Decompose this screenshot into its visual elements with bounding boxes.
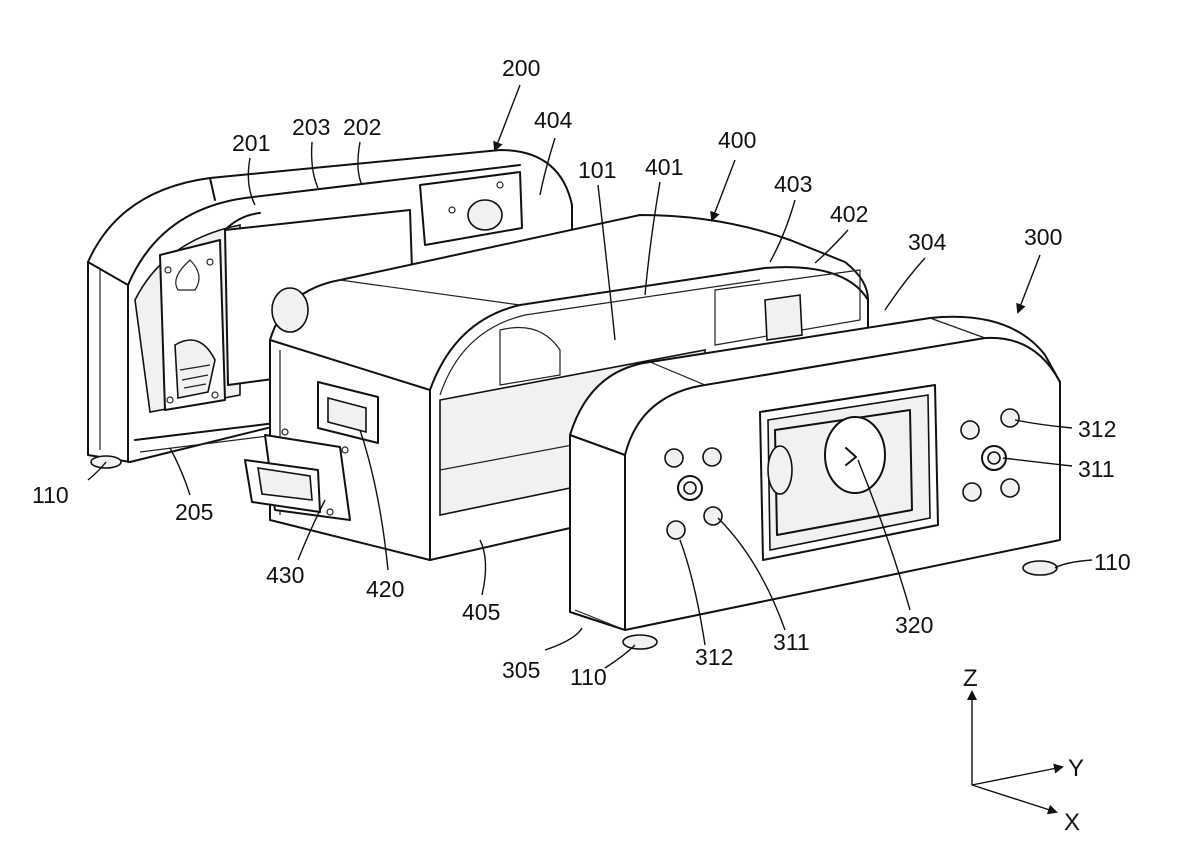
front-cover-300	[569, 315, 1061, 650]
coordinate-axes	[967, 690, 1064, 815]
label-420: 420	[366, 576, 404, 602]
label-110-front: 110	[570, 664, 607, 690]
label-305: 305	[502, 657, 540, 683]
label-404: 404	[534, 107, 573, 133]
label-101: 101	[578, 157, 616, 183]
label-311-right: 311	[1078, 456, 1115, 482]
label-400: 400	[718, 127, 756, 153]
leader-lines	[87, 84, 1093, 669]
label-202: 202	[343, 114, 381, 140]
label-300: 300	[1024, 224, 1062, 250]
label-201: 201	[232, 130, 270, 156]
label-312-left: 312	[695, 644, 733, 670]
label-405: 405	[462, 599, 500, 625]
label-110-right: 110	[1094, 549, 1131, 575]
reference-labels: 200 400 300 201 203 202 404 101 401 403 …	[32, 55, 1131, 836]
axis-label-z: Z	[963, 665, 978, 692]
x-axis-arrow	[971, 784, 1058, 815]
axis-label-y: Y	[1068, 755, 1084, 782]
label-402: 402	[830, 201, 868, 227]
axis-label-x: X	[1064, 809, 1080, 836]
label-401: 401	[645, 154, 683, 180]
label-203: 203	[292, 114, 330, 140]
label-430: 430	[266, 562, 304, 588]
label-110-rear: 110	[32, 482, 69, 508]
label-205: 205	[175, 499, 213, 525]
label-312-right: 312	[1078, 416, 1116, 442]
label-304: 304	[908, 229, 947, 255]
label-311-left: 311	[773, 629, 810, 655]
label-200: 200	[502, 55, 540, 81]
y-axis-arrow	[971, 763, 1064, 786]
label-403: 403	[774, 171, 812, 197]
label-320: 320	[895, 612, 933, 638]
